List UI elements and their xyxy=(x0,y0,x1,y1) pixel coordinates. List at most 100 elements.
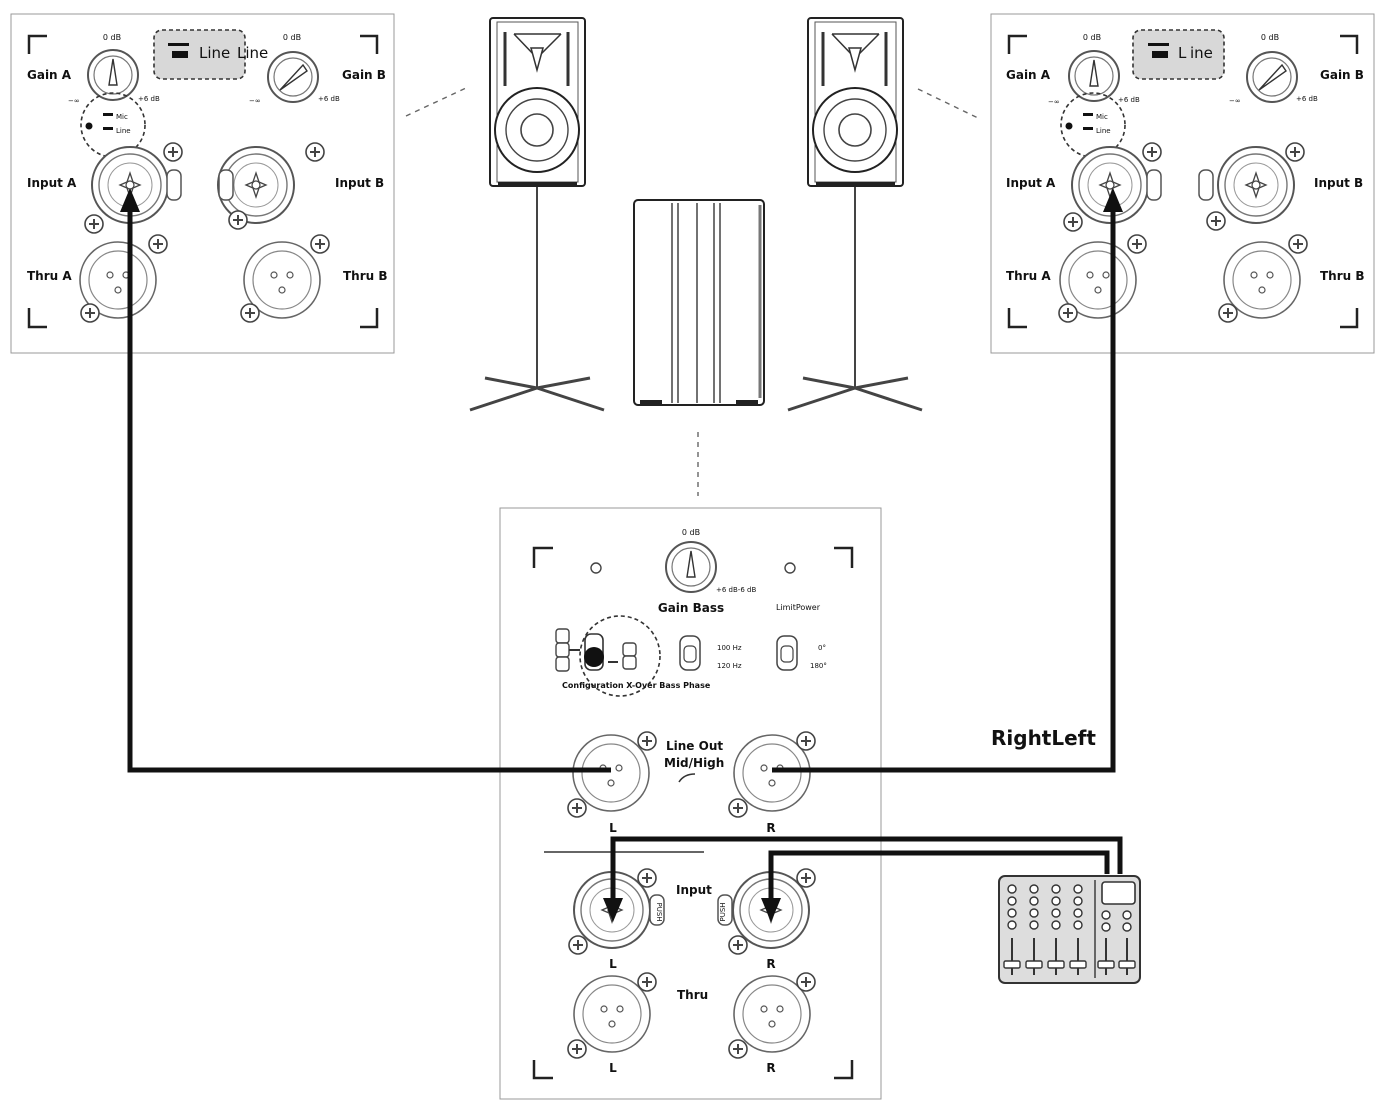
line-out-label: Line Out xyxy=(666,739,723,753)
push-release-r: PUSH xyxy=(719,902,727,921)
thru-b-label: Thru B xyxy=(343,269,388,283)
gain-b-knob[interactable] xyxy=(267,51,319,103)
screw xyxy=(228,210,248,230)
right-speaker-on-stand xyxy=(787,17,923,412)
config-xover-phase-label: Configuration X-Over Bass Phase xyxy=(562,681,711,690)
gain-b-max: +6 dB xyxy=(318,95,340,103)
gain-a-zero-db: 0 dB xyxy=(103,33,121,42)
bass-phase-switch[interactable] xyxy=(776,635,798,671)
phase-0deg: 0° xyxy=(818,644,826,652)
left-speaker-panel: 0 dB 0 dB Gain A Gain B −∞ +6 dB −∞ +6 d… xyxy=(10,13,395,354)
arrow-head xyxy=(120,188,140,212)
gain-a-knob[interactable] xyxy=(87,49,139,101)
line-out-symbol xyxy=(678,773,696,783)
mic-label: Mic xyxy=(1096,113,1108,121)
screw xyxy=(305,142,325,162)
cable-mixer-to-input-r xyxy=(768,850,1110,905)
screw xyxy=(796,868,816,888)
line-label: Line xyxy=(1096,127,1111,135)
dashed-guide xyxy=(917,88,979,119)
input-a-latch xyxy=(166,169,182,201)
xover-100hz: 100 Hz xyxy=(717,644,742,652)
mixer-console xyxy=(998,875,1141,984)
panel-corner-brackets xyxy=(1007,34,1359,329)
right-speaker-panel: 0 dB 0 dB Gain A Gain B −∞ +6 dB −∞ +6 d… xyxy=(990,13,1375,354)
input-l-latch xyxy=(649,894,665,926)
callout-line-text: L xyxy=(1178,44,1187,62)
input-a-label: Input A xyxy=(1006,176,1056,190)
cable-arrowheads xyxy=(120,188,1123,922)
screw xyxy=(1288,234,1308,254)
screw xyxy=(567,1039,587,1059)
left-speaker-on-stand xyxy=(469,17,605,412)
gain-a-zero-db: 0 dB xyxy=(1083,33,1101,42)
gain-bass-knob[interactable] xyxy=(665,541,717,593)
thru-a-label: Thru A xyxy=(1006,269,1051,283)
line-out-l-connector[interactable] xyxy=(572,734,650,812)
gain-a-knob[interactable] xyxy=(1068,50,1120,102)
screw xyxy=(148,234,168,254)
thru-b-label: Thru B xyxy=(1320,269,1365,283)
screw xyxy=(796,972,816,992)
input-r-label: R xyxy=(766,957,775,971)
screw xyxy=(1142,142,1162,162)
screw xyxy=(1218,303,1238,323)
panel-led xyxy=(590,562,602,574)
callout-line-ghost: ine xyxy=(1190,44,1213,62)
gain-bass-label: Gain Bass xyxy=(658,601,724,615)
line-callout: L ine xyxy=(1132,29,1225,80)
xover-120hz: 120 Hz xyxy=(717,662,742,670)
x-over-switch[interactable] xyxy=(679,635,701,671)
gain-b-max: +6 dB xyxy=(1296,95,1318,103)
arrow-head xyxy=(761,898,781,922)
input-a-label: Input A xyxy=(27,176,77,190)
configuration-switch[interactable] xyxy=(555,615,661,697)
screw xyxy=(163,142,183,162)
screw xyxy=(637,868,657,888)
screw xyxy=(1206,211,1226,231)
screw xyxy=(1127,234,1147,254)
cable-mixer-to-input-l xyxy=(610,836,1123,905)
gain-b-min: −∞ xyxy=(1229,97,1241,105)
screw xyxy=(84,214,104,234)
mid-high-label: Mid/High xyxy=(664,756,724,770)
subwoofer-cabinet xyxy=(633,199,765,406)
screw xyxy=(1285,142,1305,162)
screw xyxy=(240,303,260,323)
input-b-latch xyxy=(218,169,234,201)
gain-a-label: Gain A xyxy=(27,68,72,82)
right-left-label: RightLeft xyxy=(991,726,1096,750)
line-callout: Line Line xyxy=(153,29,268,80)
gain-a-min: −∞ xyxy=(1048,98,1060,106)
thru-r-label: R xyxy=(766,1061,775,1075)
input-label: Input xyxy=(676,883,712,897)
dashed-guide xyxy=(405,87,467,117)
screw xyxy=(728,935,748,955)
input-b-latch xyxy=(1198,169,1214,201)
input-b-label: Input B xyxy=(1314,176,1363,190)
arrow-head xyxy=(603,898,623,922)
gain-b-min: −∞ xyxy=(249,97,261,105)
gain-b-label: Gain B xyxy=(342,68,386,82)
screw xyxy=(728,1039,748,1059)
gain-b-zero-db: 0 dB xyxy=(1261,33,1279,42)
input-b-label: Input B xyxy=(335,176,384,190)
gain-a-label: Gain A xyxy=(1006,68,1051,82)
gain-b-label: Gain B xyxy=(1320,68,1364,82)
line-out-r-label: R xyxy=(766,821,775,835)
thru-l-label: L xyxy=(609,1061,617,1075)
screw xyxy=(637,972,657,992)
gain-a-max: +6 dB xyxy=(138,95,160,103)
gain-bass-zero-db: 0 dB xyxy=(682,528,700,537)
gain-b-knob[interactable] xyxy=(1246,51,1298,103)
input-l-label: L xyxy=(609,957,617,971)
input-b-connector[interactable] xyxy=(1217,146,1295,224)
thru-l-connector[interactable] xyxy=(573,975,651,1053)
gain-bass-range: +6 dB-6 dB xyxy=(716,586,756,594)
thru-label: Thru xyxy=(677,988,708,1002)
screw xyxy=(796,731,816,751)
line-label: Line xyxy=(116,127,131,135)
screw xyxy=(310,234,330,254)
line-out-l-label: L xyxy=(609,821,617,835)
